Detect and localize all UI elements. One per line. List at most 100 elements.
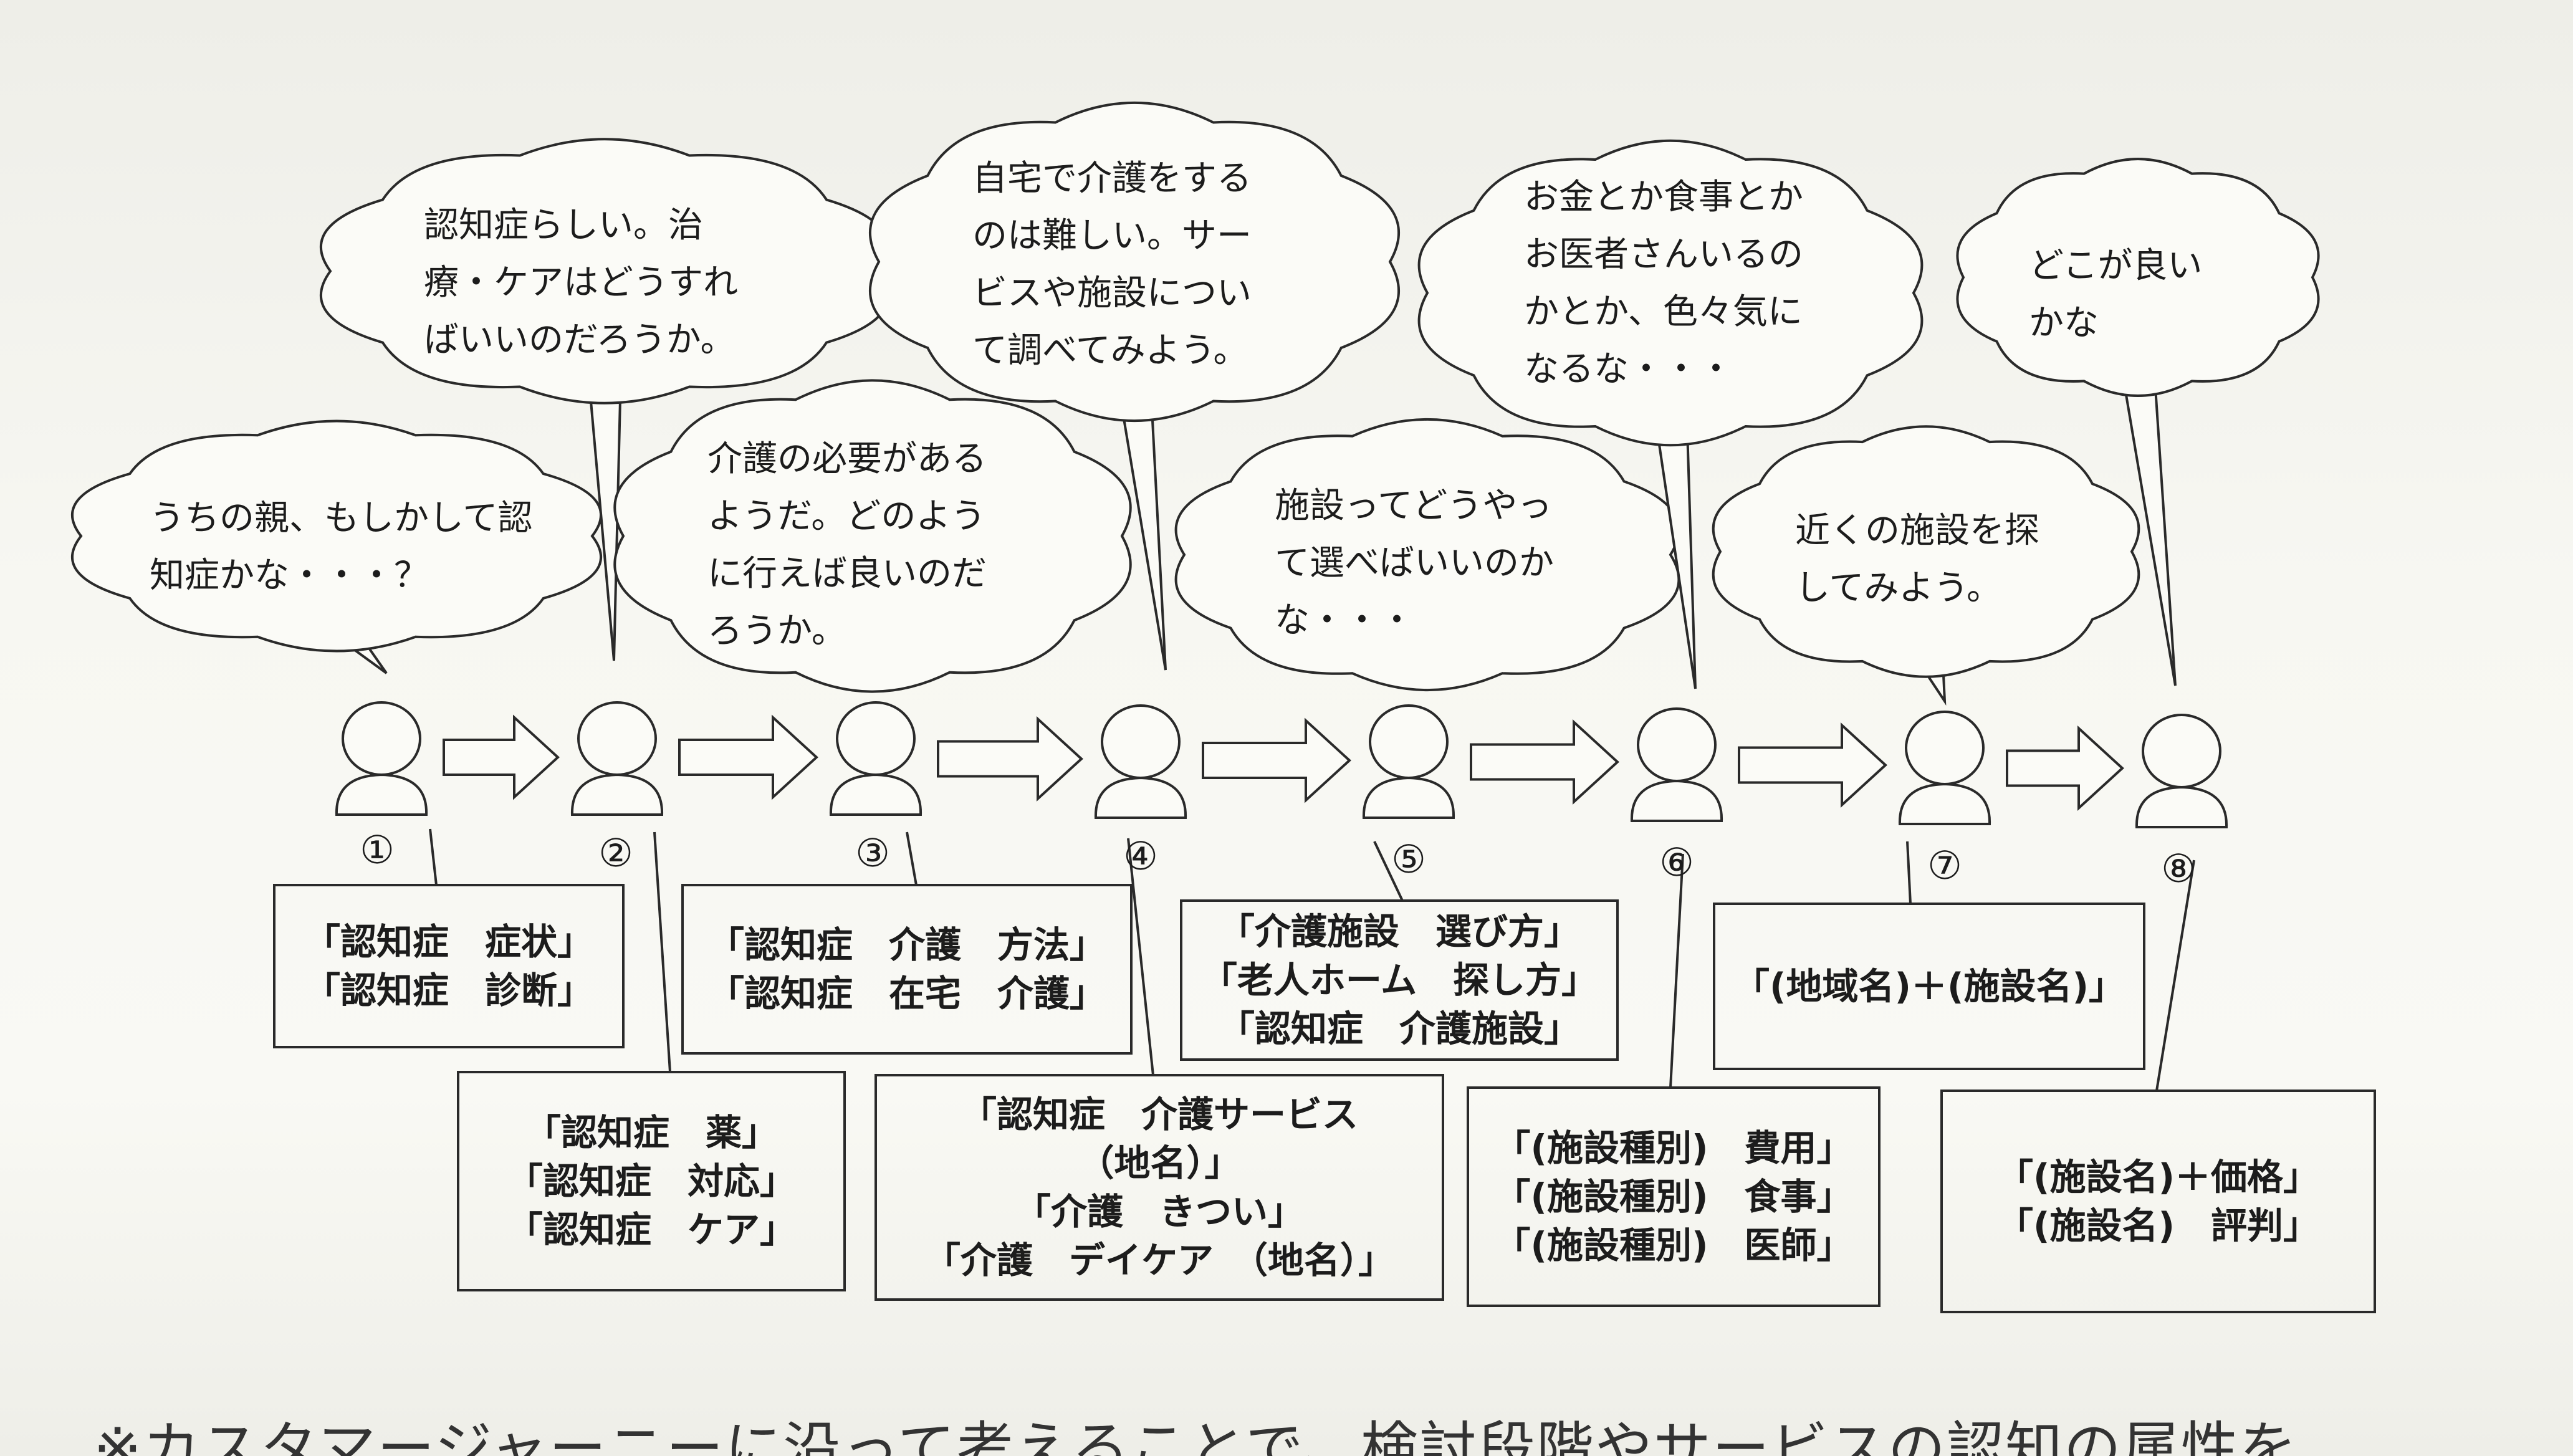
step-number-2: ② <box>598 830 633 876</box>
thought-4-line-2: のは難しい。サー <box>972 216 1252 256</box>
keyword-8-line-1: 「(施設名)＋価格」 <box>1997 1156 2319 1199</box>
keyword-box-2 <box>457 1071 846 1291</box>
thought-3-line-4: ろうか。 <box>707 611 846 651</box>
thought-bubble-6 <box>1417 139 1924 447</box>
right-arrow-icon-1 <box>443 714 560 800</box>
person-1-head <box>342 701 421 776</box>
keyword-box-5 <box>1180 899 1619 1061</box>
right-arrow-icon-4 <box>1202 717 1351 803</box>
person-icon-5 <box>1362 704 1455 819</box>
person-8-head <box>2142 714 2221 788</box>
thought-8-line-1: どこが良い <box>2029 246 2202 286</box>
thought-bubble-7 <box>1712 425 2140 678</box>
person-icon-6 <box>1630 707 1723 822</box>
keyword-5-line-1: 「介護施設 選び方」 <box>1219 911 1580 953</box>
right-arrow-icon-2 <box>678 714 818 800</box>
keyword-2-line-1: 「認知症 薬」 <box>525 1111 778 1154</box>
person-4-head <box>1101 704 1181 779</box>
keyword-6-line-2: 「(施設種別) 食事」 <box>1494 1176 1852 1218</box>
thought-6-line-3: かとか、色々気に <box>1524 292 1803 332</box>
footer-note: ※カスタマージャーニーに沿って考えることで、検討段階やサービスの認知の属性を <box>93 1415 2298 1456</box>
step-number-7: ⑦ <box>1927 843 1962 888</box>
keyword-6-line-1: 「(施設種別) 費用」 <box>1494 1127 1852 1169</box>
person-icon-4 <box>1094 704 1187 819</box>
thought-4-line-3: ビスや施設につい <box>972 273 1252 314</box>
person-2-head <box>577 701 657 776</box>
thought-2-line-2: 療・ケアはどうすれ <box>424 262 738 303</box>
keyword-3-line-2: 「認知症 在宅 介護」 <box>708 972 1106 1015</box>
keyword-box-1 <box>273 884 625 1048</box>
keyword-1-line-1: 「認知症 症状」 <box>304 921 593 963</box>
keyword-4-line-4: 「介護 デイケア （地名）」 <box>924 1239 1394 1281</box>
keyword-4-line-2: （地名）」 <box>1078 1142 1240 1184</box>
thought-2-line-3: ばいいのだろうか。 <box>424 320 735 360</box>
step-number-1: ① <box>360 827 395 873</box>
step-number-3: ③ <box>855 830 890 876</box>
person-7-body <box>1898 782 1991 825</box>
thought-6-line-4: なるな・・・ <box>1524 349 1733 390</box>
person-1-body <box>335 773 428 816</box>
keyword-5-line-3: 「認知症 介護施設」 <box>1219 1008 1580 1050</box>
thought-3-line-3: に行えば良いのだ <box>707 553 987 594</box>
thought-3-line-1: 介護の必要がある <box>707 439 987 479</box>
person-6-body <box>1630 779 1723 822</box>
person-2-body <box>570 773 664 816</box>
keyword-4-line-3: 「介護 きつい」 <box>1015 1190 1304 1233</box>
keyword-8-line-2: 「(施設名) 評判」 <box>1997 1205 2319 1247</box>
keyword-box-4 <box>874 1074 1444 1301</box>
keyword-5-line-2: 「老人ホーム 探し方」 <box>1201 959 1598 1002</box>
thought-6-line-1: お金とか食事とか <box>1524 177 1803 218</box>
step-number-8: ⑧ <box>2161 846 2196 891</box>
connector-line-7 <box>1906 841 1912 904</box>
connector-line-8 <box>2155 860 2195 1091</box>
person-3-head <box>836 701 916 776</box>
thought-1-line-2: 知症かな・・・？ <box>150 555 429 596</box>
thought-bubble-8 <box>1956 158 2320 397</box>
thought-7-line-1: 近くの施設を探 <box>1795 510 2039 551</box>
step-number-6: ⑥ <box>1659 840 1694 885</box>
connector-line-3 <box>906 831 918 886</box>
right-arrow-icon-7 <box>2006 725 2124 812</box>
keyword-box-3 <box>681 884 1133 1055</box>
person-8-body <box>2135 785 2228 828</box>
person-icon-3 <box>829 701 922 816</box>
keyword-box-8 <box>1940 1090 2376 1313</box>
thought-5-line-3: な・・・ <box>1275 600 1414 641</box>
person-5-head <box>1369 704 1449 779</box>
person-6-head <box>1637 707 1717 782</box>
step-number-4: ④ <box>1123 833 1158 879</box>
keyword-6-line-3: 「(施設種別) 医師」 <box>1494 1224 1852 1267</box>
connector-line-5 <box>1373 841 1404 901</box>
keyword-box-6 <box>1467 1086 1881 1307</box>
person-4-body <box>1094 776 1187 819</box>
keyword-2-line-3: 「認知症 ケア」 <box>507 1209 796 1251</box>
thought-bubble-4 <box>868 102 1401 422</box>
keyword-3-line-1: 「認知症 介護 方法」 <box>708 924 1106 966</box>
thought-5-line-1: 施設ってどうやっ <box>1275 486 1552 526</box>
right-arrow-icon-6 <box>1738 722 1887 808</box>
thought-5-line-2: て選べばいいのか <box>1275 543 1554 583</box>
thought-3-line-2: ようだ。どのよう <box>707 496 985 537</box>
thought-6-line-2: お医者さんいるの <box>1524 234 1803 275</box>
thought-1-line-1: うちの親、もしかして認 <box>150 498 532 539</box>
thought-bubble-1 <box>70 419 603 653</box>
person-5-body <box>1362 776 1455 819</box>
keyword-1-line-2: 「認知症 診断」 <box>304 969 593 1012</box>
person-7-head <box>1905 711 1985 785</box>
person-3-body <box>829 773 922 816</box>
keyword-box-7 <box>1713 903 2145 1070</box>
person-icon-2 <box>570 701 664 816</box>
person-icon-8 <box>2135 714 2228 828</box>
thought-7-line-2: してみよう。 <box>1795 568 2001 608</box>
person-icon-7 <box>1898 711 1991 825</box>
right-arrow-icon-3 <box>937 716 1083 802</box>
connector-line-4 <box>1127 838 1154 1076</box>
right-arrow-icon-5 <box>1470 719 1619 805</box>
keyword-7-line-1: 「(地域名)＋(施設名)」 <box>1733 965 2125 1008</box>
thought-4-line-1: 自宅で介護をする <box>972 158 1252 199</box>
connector-line-2 <box>653 831 671 1073</box>
thought-2-line-1: 認知症らしい。治 <box>424 205 703 246</box>
keyword-2-line-2: 「認知症 対応」 <box>507 1160 796 1202</box>
